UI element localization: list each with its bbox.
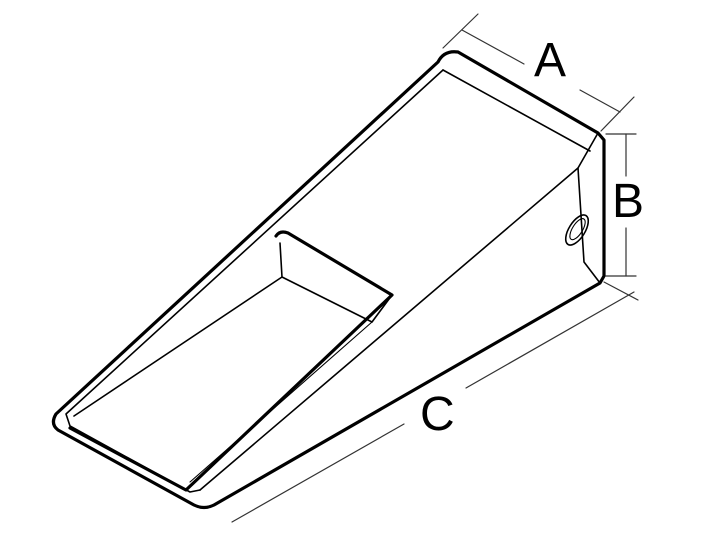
tooth-body	[51, 50, 606, 510]
pocket-outline	[68, 230, 394, 492]
left-rim	[65, 69, 444, 493]
pocket-inner-wall	[279, 242, 393, 323]
front-face-lower-edge	[577, 167, 601, 284]
dimension-a: A	[442, 13, 635, 132]
pin-hole	[564, 214, 590, 246]
dimension-b-label: B	[612, 175, 644, 228]
pocket-depth-line	[189, 321, 373, 483]
dimension-b: B	[605, 133, 644, 277]
top-face-rim	[442, 69, 591, 152]
dimension-a-label: A	[534, 34, 566, 87]
dimension-c: C	[231, 281, 639, 523]
dimension-c-label: C	[420, 388, 455, 441]
tooth-pocket	[68, 230, 394, 492]
tooth-outer-outline	[51, 50, 606, 510]
pocket-floor-edge	[73, 276, 283, 417]
